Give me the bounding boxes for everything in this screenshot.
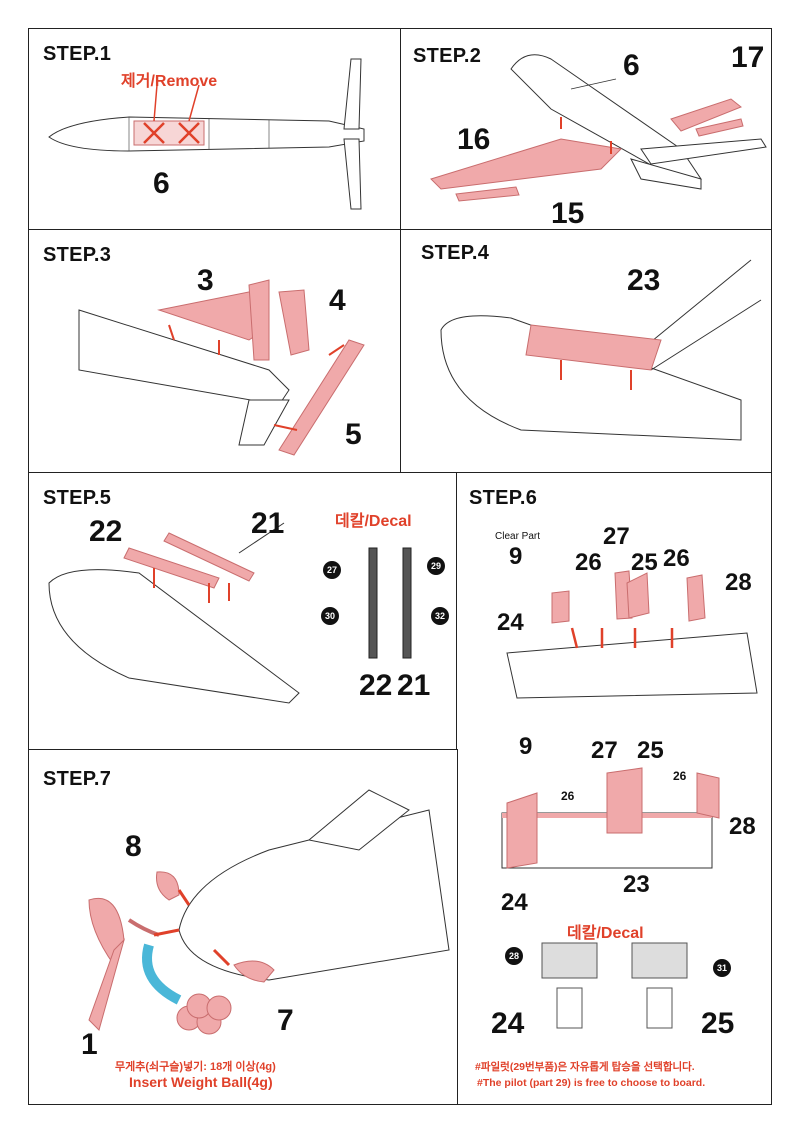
tail-drawing [78, 279, 365, 456]
part-7-label: 7 [277, 1004, 294, 1037]
fuselage-wings-drawing [430, 54, 767, 202]
part-22-label: 22 [89, 515, 123, 548]
part-27-bottom-label: 27 [591, 737, 618, 764]
fuselage-drawing [48, 58, 365, 210]
weight-note-en: Insert Weight Ball(4g) [129, 1074, 273, 1090]
part-8-label: 8 [125, 830, 142, 863]
remove-label: 제거/Remove [121, 73, 218, 90]
propeller-drawing [88, 789, 450, 1035]
step-7-title: STEP.7 [43, 768, 112, 790]
part-24-top-label: 24 [497, 609, 524, 636]
part-3-label: 3 [197, 264, 214, 297]
step-4-title: STEP.4 [421, 242, 490, 264]
part-17-label: 17 [731, 41, 765, 74]
seats-drawing [501, 570, 758, 1029]
part-21-label: 21 [251, 507, 285, 540]
pilot-note-en: #The pilot (part 29) is free to choose t… [477, 1077, 706, 1089]
step-3-panel: STEP.3 3 4 5 [28, 229, 402, 474]
step-3-title: STEP.3 [43, 244, 112, 266]
decal-label: 데칼/Decal [335, 513, 412, 530]
part-4-label: 4 [329, 284, 346, 317]
step-4-panel: STEP.4 23 [400, 229, 772, 474]
pilot-note-ko: #파일럿(29번부품)은 자유롭게 탑승을 선택합니다. [475, 1061, 695, 1073]
clear-part-label: Clear Part [495, 531, 541, 542]
part-25-bottom-label: 25 [637, 737, 664, 764]
part-9-top-label: 9 [509, 543, 523, 570]
cockpit-floor-drawing [440, 259, 762, 441]
part-1-label: 1 [81, 1028, 98, 1061]
part-28-top-label: 28 [725, 569, 752, 596]
part-5-label: 5 [345, 418, 362, 451]
part-24-bottom-label: 24 [501, 889, 528, 916]
part-15-label: 15 [551, 197, 585, 230]
part-28-bottom-label: 28 [729, 813, 756, 840]
part-25-top-label: 25 [631, 549, 658, 576]
step-6-panel: STEP.6 Clear Part 9 26 27 25 26 28 24 9 … [456, 472, 772, 1105]
step-5-title: STEP.5 [43, 487, 112, 509]
decal-label: 데칼/Decal [567, 925, 644, 942]
step-2-title: STEP.2 [413, 45, 482, 67]
part-16-label: 16 [457, 123, 491, 156]
step-5-panel: STEP.5 데칼/Decal 22 21 27 29 30 32 22 21 [28, 472, 458, 751]
part-9-bottom-label: 9 [519, 733, 533, 760]
part-23-bottom-label: 23 [623, 871, 650, 898]
decal-32-badge: 32 [431, 607, 449, 625]
part-23-label: 23 [627, 264, 661, 297]
step-1-panel: STEP.1 제거/Remove 6 [28, 28, 402, 231]
decal-part-22-label: 22 [359, 669, 393, 702]
part-26-bottom-b-label: 26 [673, 769, 687, 783]
decal-part-24-label: 24 [491, 1007, 525, 1040]
cockpit-panels-drawing [48, 522, 412, 704]
part-27-top-label: 27 [603, 523, 630, 550]
decal-part-25-label: 25 [701, 1007, 735, 1040]
step-7-panel: STEP.7 8 1 7 무게추(쇠구슬)넣기: 18개 이상(4g) Inse… [28, 749, 458, 1105]
part-26-top-a-label: 26 [575, 549, 602, 576]
decal-29-badge: 29 [427, 557, 445, 575]
part-6-label: 6 [153, 167, 170, 200]
step-1-title: STEP.1 [43, 43, 112, 65]
decal-27-badge: 27 [323, 561, 341, 579]
part-26-top-b-label: 26 [663, 545, 690, 572]
decal-28-badge: 28 [505, 947, 523, 965]
part-26-bottom-a-label: 26 [561, 789, 575, 803]
decal-part-21-label: 21 [397, 669, 431, 702]
step-2-panel: STEP.2 6 17 16 15 [400, 28, 772, 231]
decal-30-badge: 30 [321, 607, 339, 625]
step-6-title: STEP.6 [469, 487, 538, 509]
decal-31-badge: 31 [713, 959, 731, 977]
part-6-label: 6 [623, 49, 640, 82]
weight-note-ko: 무게추(쇠구슬)넣기: 18개 이상(4g) [115, 1061, 276, 1073]
